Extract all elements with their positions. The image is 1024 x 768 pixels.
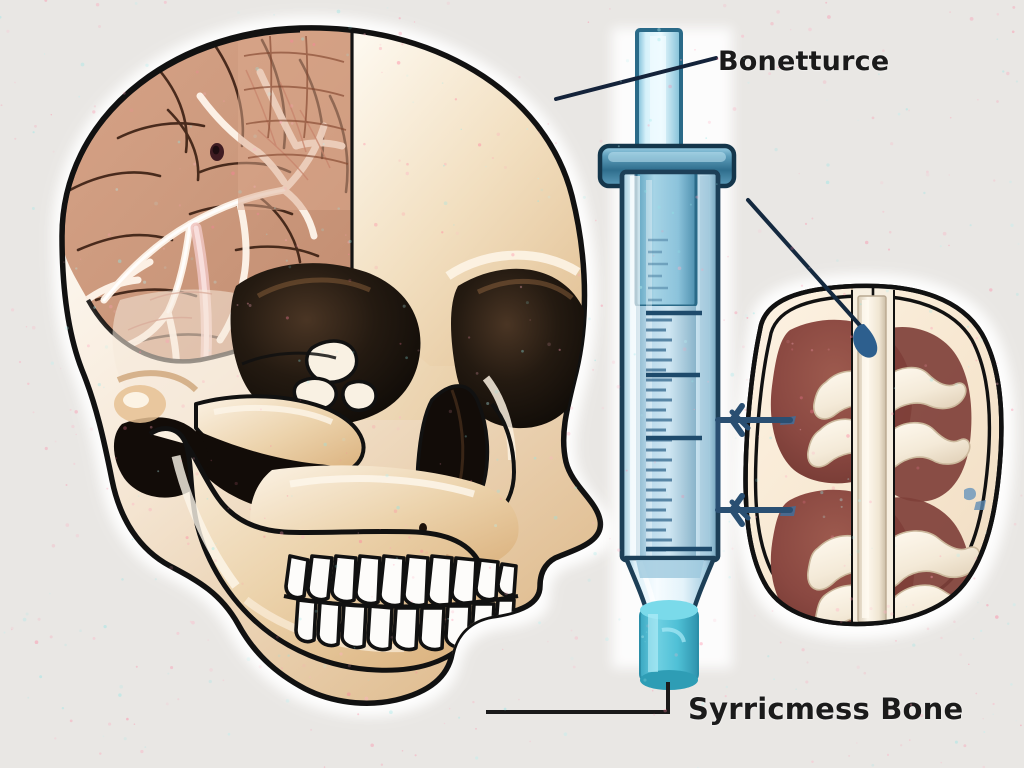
bone-cross-section-illustration xyxy=(733,273,1016,640)
upper-teeth xyxy=(284,554,518,608)
label-bonetturce: Bonetturce xyxy=(718,46,890,77)
skull-illustration xyxy=(59,25,604,706)
leader-line-needle xyxy=(746,198,866,332)
leader-lines-layer xyxy=(486,56,878,714)
leader-line-bottom xyxy=(486,682,670,714)
orbit-right xyxy=(451,268,591,429)
leader-line-top xyxy=(554,56,718,101)
syringe-fluid xyxy=(636,306,696,560)
syringe-cap xyxy=(639,600,699,690)
syringe-illustration xyxy=(597,28,737,690)
marrow-arrow-upper xyxy=(715,403,793,437)
skull-outline xyxy=(59,25,604,706)
label-syrricmess-bone: Syrricmess Bone xyxy=(688,692,964,726)
marrow-arrow-lower xyxy=(715,493,793,527)
syringe-major-graduations xyxy=(646,310,712,552)
leader-arrowhead-needle xyxy=(853,324,878,358)
